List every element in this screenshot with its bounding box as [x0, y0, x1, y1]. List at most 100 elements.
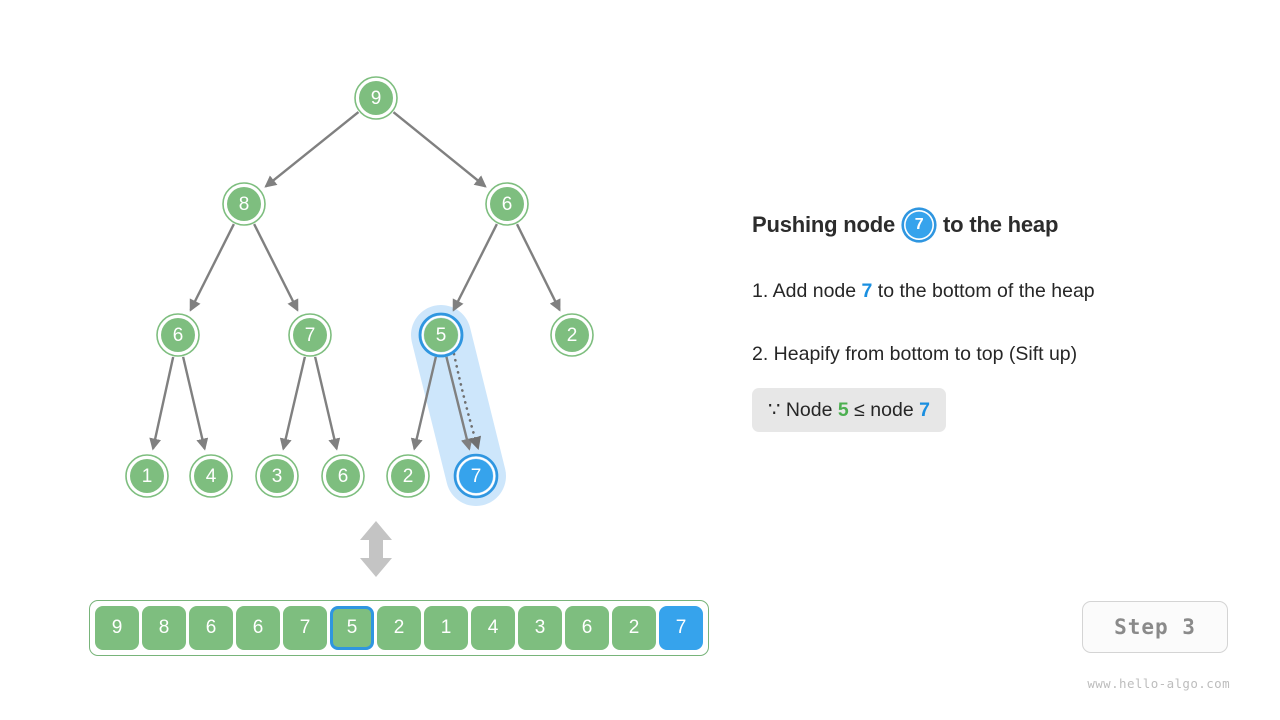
tree-array-equivalence-arrow: [360, 521, 392, 577]
tree-nodes: 9 8 6 6 7 5 2 1 4 3 6 2 7: [125, 76, 594, 499]
tree-edge: [181, 356, 209, 451]
node-value-label: 7: [471, 466, 482, 487]
node-inner-white-ring: [224, 184, 264, 224]
node-inner-white-ring: [456, 456, 496, 496]
tree-node[interactable]: 2: [550, 313, 594, 357]
reason-operator: ≤: [848, 399, 871, 421]
node-disc: [293, 318, 327, 352]
array-cell[interactable]: 6: [236, 606, 280, 650]
node-inner-white-ring: [127, 456, 167, 496]
panel-title-suffix: to the heap: [943, 212, 1059, 237]
node-outer-ring: [386, 454, 430, 498]
explanation-panel: Pushing node 7 to the heap 1. Add node 7…: [752, 210, 1232, 432]
inline-node-badge: 7: [904, 210, 935, 240]
tree-edge: [445, 356, 473, 451]
node-outer-ring: [156, 313, 200, 357]
array-cell[interactable]: 2: [612, 606, 656, 650]
tree-edge: [313, 356, 341, 451]
array-cell[interactable]: 8: [142, 606, 186, 650]
tree-node[interactable]: 5: [418, 312, 464, 358]
node-value-label: 2: [403, 466, 414, 487]
node-disc: [161, 318, 195, 352]
tree-node[interactable]: 9: [354, 76, 398, 120]
array-cell[interactable]: 6: [565, 606, 609, 650]
node-outer-ring: [453, 453, 499, 499]
step-1-highlight: 7: [861, 280, 873, 302]
tree-node[interactable]: 2: [386, 454, 430, 498]
sift-up-dotted-arrow: [452, 352, 482, 450]
node-value-label: 6: [338, 466, 349, 487]
binary-tree-svg: 9 8 6 6 7 5 2 1 4 3 6 2 7: [125, 76, 594, 577]
node-inner-white-ring: [356, 78, 396, 118]
tree-node[interactable]: 7: [453, 453, 499, 499]
node-disc: [555, 318, 589, 352]
tree-edge: [452, 223, 498, 312]
tree-node[interactable]: 4: [189, 454, 233, 498]
tree-node[interactable]: 7: [288, 313, 332, 357]
array-cell[interactable]: 3: [518, 606, 562, 650]
node-value-label: 8: [239, 194, 250, 215]
tree-node[interactable]: 8: [222, 182, 266, 226]
node-value-label: 6: [173, 325, 184, 346]
node-inner-white-ring: [257, 456, 297, 496]
node-value-label: 3: [272, 466, 283, 487]
tree-edge: [189, 223, 235, 312]
instruction-step-2: 2. Heapify from bottom to top (Sift up): [752, 343, 1232, 366]
node-value-label: 7: [305, 325, 316, 346]
sift-up-arrow-path: [452, 352, 482, 450]
watermark: www.hello-algo.com: [1087, 676, 1230, 691]
array-cell[interactable]: 2: [377, 606, 421, 650]
tree-edges: [149, 111, 561, 451]
node-outer-ring: [418, 312, 464, 358]
node-inner-white-ring: [158, 315, 198, 355]
array-cell[interactable]: 9: [95, 606, 139, 650]
node-outer-ring: [125, 454, 169, 498]
tree-edge: [392, 111, 487, 188]
tree-edge: [149, 356, 175, 451]
node-outer-ring: [485, 182, 529, 226]
node-value-label: 5: [436, 325, 447, 346]
node-inner-white-ring: [487, 184, 527, 224]
step-badge: Step 3: [1082, 601, 1228, 653]
node-disc: [459, 459, 493, 493]
node-value-label: 4: [206, 466, 217, 487]
reason-right-value: 7: [919, 399, 930, 421]
node-outer-ring: [222, 182, 266, 226]
node-outer-ring: [550, 313, 594, 357]
node-outer-ring: [354, 76, 398, 120]
because-symbol: ∵: [768, 399, 781, 421]
node-disc: [391, 459, 425, 493]
node-inner-white-ring: [388, 456, 428, 496]
tree-edge: [253, 223, 299, 312]
reason-badge: ∵ Node 5 ≤ node 7: [752, 388, 946, 432]
node-disc: [260, 459, 294, 493]
step-1-lead: 1. Add node: [752, 280, 862, 302]
node-disc: [227, 187, 261, 221]
array-cell[interactable]: 4: [471, 606, 515, 650]
array-cell[interactable]: 5: [330, 606, 374, 650]
array-cell[interactable]: 6: [189, 606, 233, 650]
node-inner-white-ring: [290, 315, 330, 355]
step-1-tail: to the bottom of the heap: [872, 280, 1095, 302]
array-cell[interactable]: 7: [283, 606, 327, 650]
tree-node[interactable]: 6: [485, 182, 529, 226]
node-disc: [490, 187, 524, 221]
node-disc: [130, 459, 164, 493]
array-cell[interactable]: 1: [424, 606, 468, 650]
tree-edge: [410, 356, 438, 451]
tree-node[interactable]: 6: [321, 454, 365, 498]
reason-lead: Node: [780, 399, 838, 421]
node-inner-white-ring: [323, 456, 363, 496]
tree-node[interactable]: 3: [255, 454, 299, 498]
array-cell[interactable]: 7: [659, 606, 703, 650]
node-value-label: 9: [371, 88, 382, 109]
reason-left-value: 5: [837, 399, 849, 421]
node-outer-ring: [189, 454, 233, 498]
tree-node[interactable]: 1: [125, 454, 169, 498]
node-value-label: 6: [502, 194, 513, 215]
instruction-step-1: 1. Add node 7 to the bottom of the heap: [752, 280, 1232, 303]
reason-right-lead: node: [870, 399, 920, 421]
tree-node[interactable]: 6: [156, 313, 200, 357]
